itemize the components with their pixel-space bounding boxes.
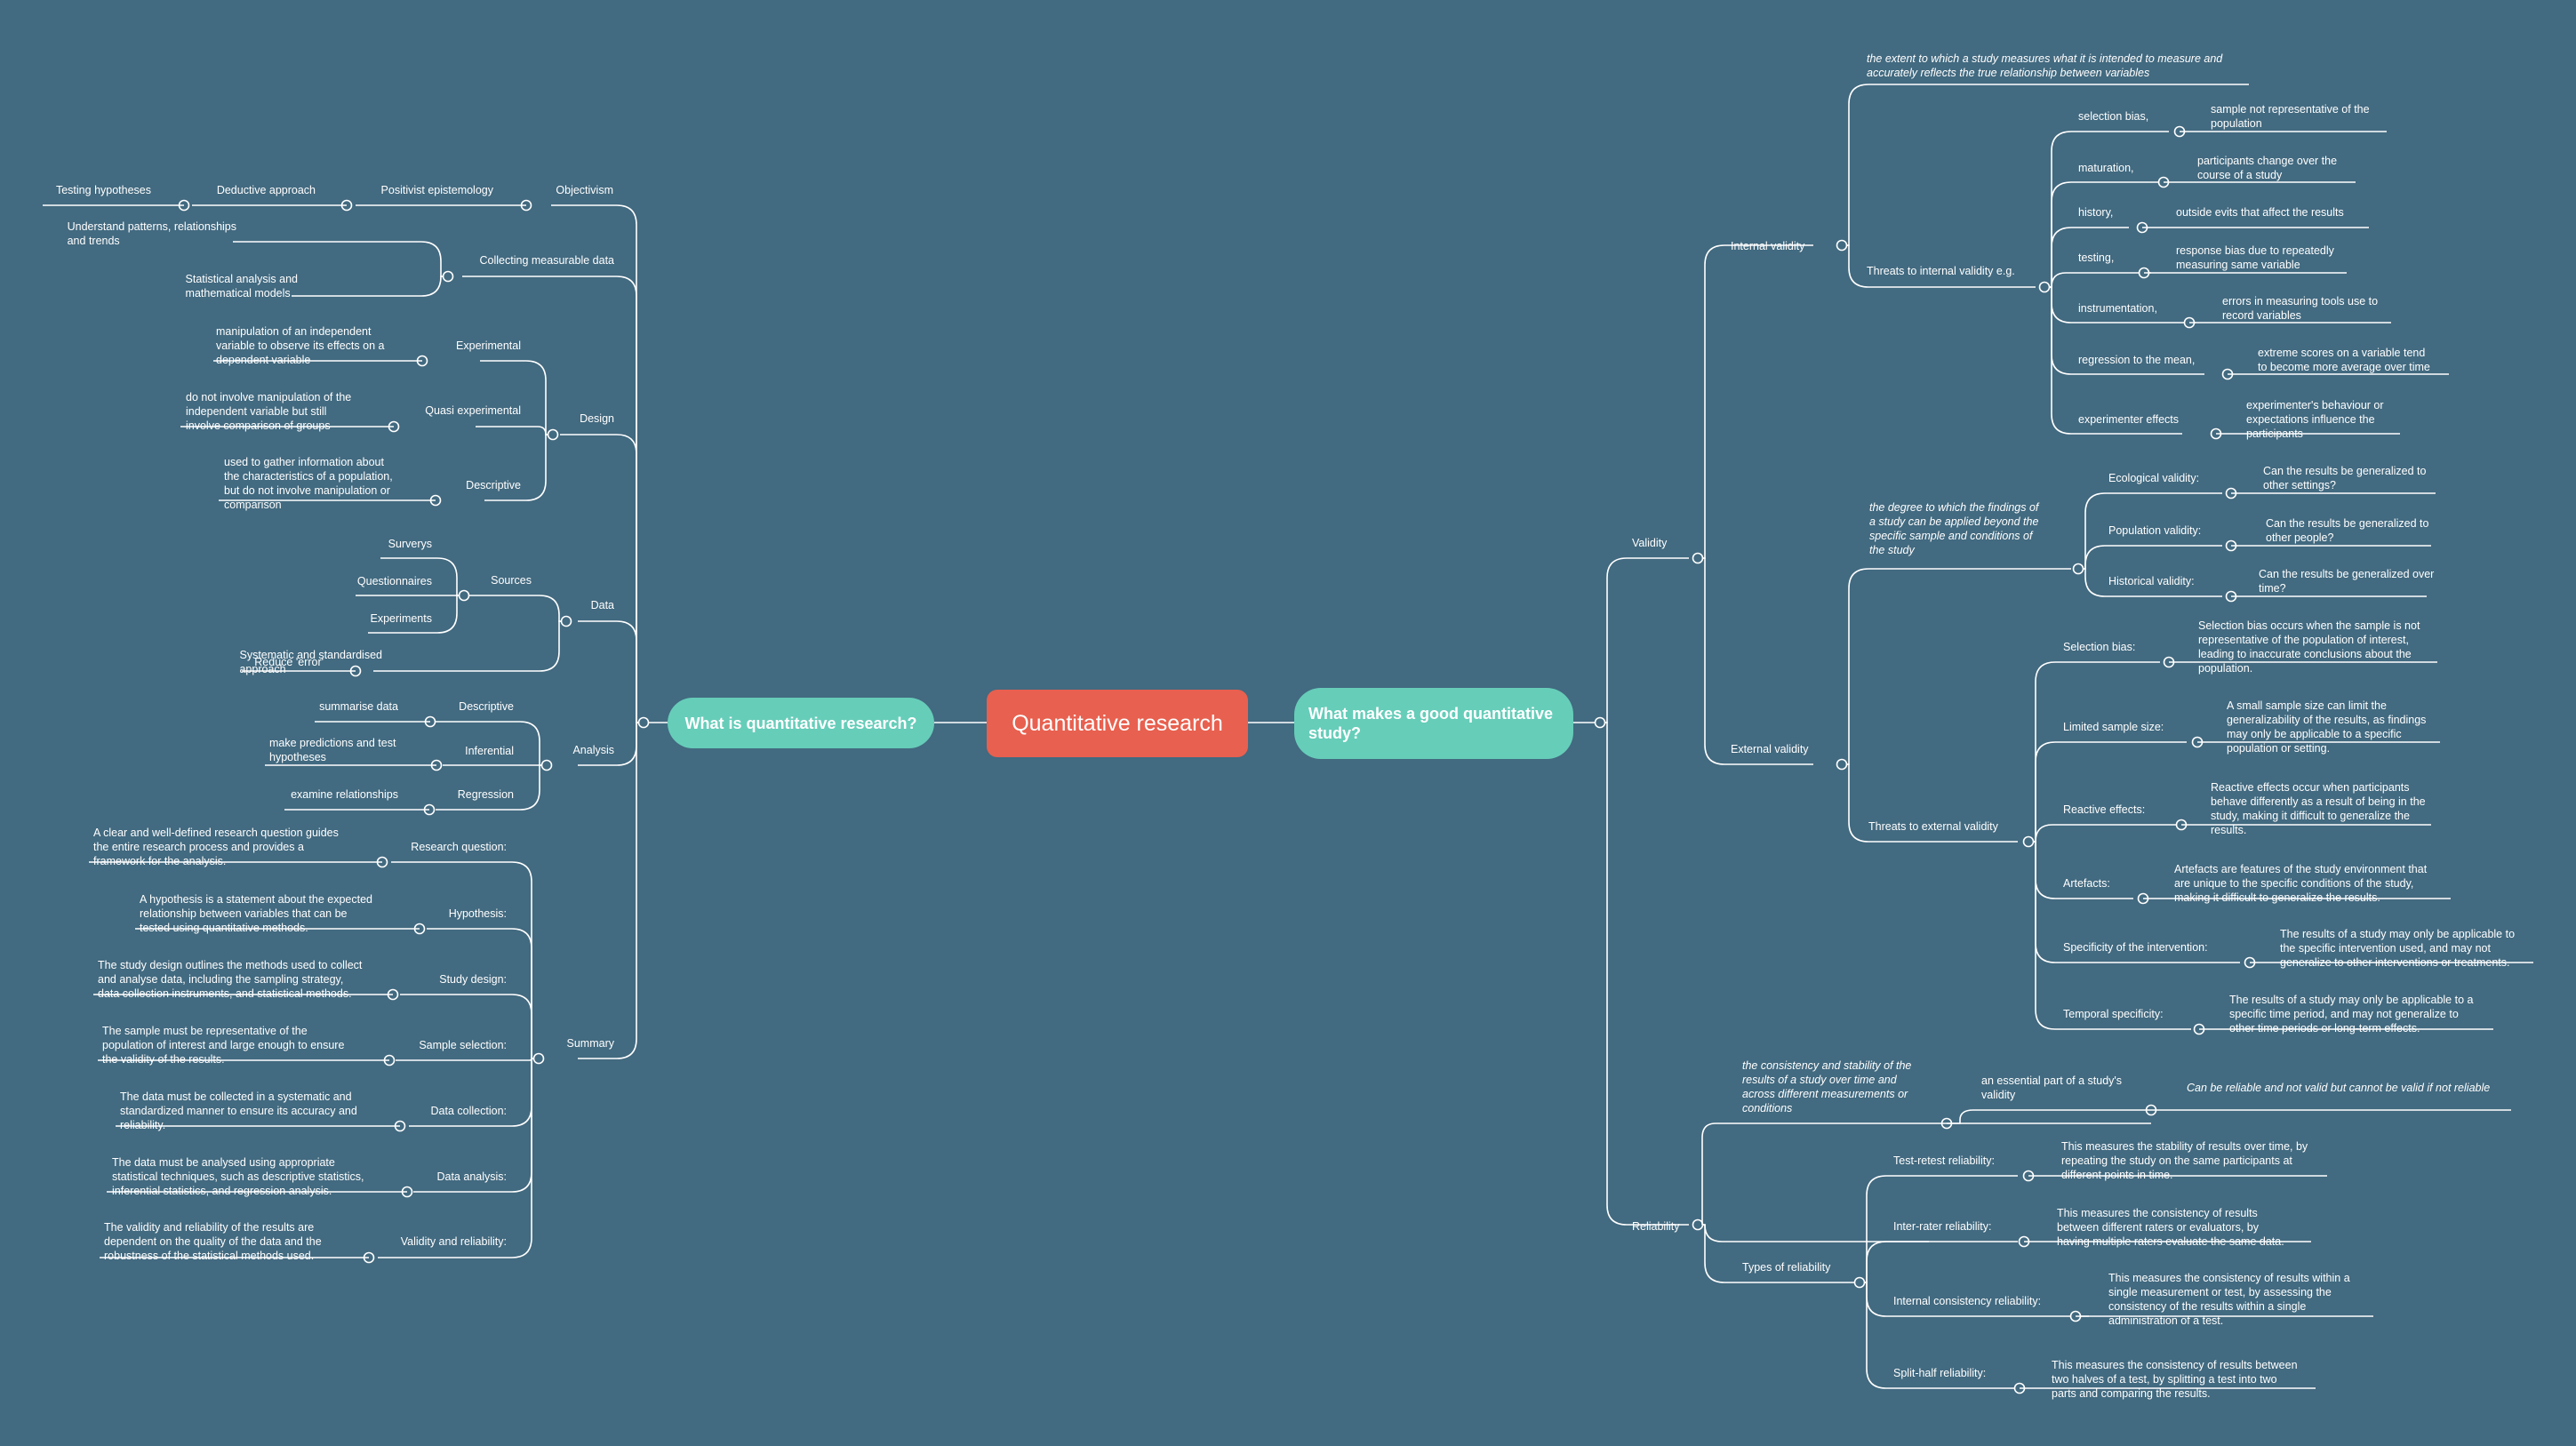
node-design[interactable]: Design (580, 412, 614, 425)
node-external-validity[interactable]: External validity (1731, 743, 1809, 755)
node-selection-bias-ext[interactable]: Selection bias: (2063, 641, 2136, 653)
node-data[interactable]: Data (590, 599, 614, 611)
node-essential[interactable]: an essential part of a study's validity (1981, 1075, 2123, 1101)
branch-what-makes-good-study[interactable]: What makes a good quantitative study? (1294, 688, 1573, 759)
node-hypothesis-desc[interactable]: A hypothesis is a statement about the ex… (140, 893, 372, 934)
node-deductive[interactable]: Deductive approach (216, 184, 316, 196)
node-test-retest-desc[interactable]: This measures the stability of results o… (2061, 1140, 2308, 1181)
node-objectivism[interactable]: Objectivism (556, 184, 613, 196)
node-external-def[interactable]: the degree to which the findings of a st… (1869, 501, 2039, 556)
node-population-desc[interactable]: Can the results be generalized to other … (2266, 517, 2429, 544)
node-history[interactable]: history, (2078, 206, 2114, 219)
node-instrumentation[interactable]: instrumentation, (2078, 302, 2157, 315)
node-reduce-error[interactable]: Reduce 'error' (254, 656, 324, 668)
node-sample-selection[interactable]: Sample selection: (419, 1039, 507, 1051)
node-reliability-def[interactable]: the consistency and stability of the res… (1742, 1059, 1912, 1114)
node-relationships[interactable]: examine relationships (291, 788, 398, 801)
node-validity-reliability-desc[interactable]: The validity and reliability of the resu… (104, 1221, 322, 1262)
node-regression-mean-desc[interactable]: extreme scores on a variable tend to bec… (2258, 347, 2430, 373)
node-quasi-desc[interactable]: do not involve manipulation of the indep… (186, 391, 352, 432)
node-analysis[interactable]: Analysis (572, 744, 614, 756)
node-statistical[interactable]: Statistical analysis and mathematical mo… (185, 273, 298, 300)
node-instrumentation-desc[interactable]: errors in measuring tools use to record … (2222, 295, 2379, 322)
node-experimental[interactable]: Experimental (456, 340, 521, 352)
node-research-question[interactable]: Research question: (411, 841, 507, 853)
node-positivist[interactable]: Positivist epistemology (380, 184, 493, 196)
node-sample-selection-desc[interactable]: The sample must be representative of the… (102, 1025, 345, 1066)
node-reliability[interactable]: Reliability (1632, 1220, 1680, 1233)
node-internal-consistency-desc[interactable]: This measures the consistency of results… (2108, 1272, 2350, 1327)
node-validity[interactable]: Validity (1632, 537, 1668, 549)
node-testing-hypotheses[interactable]: Testing hypotheses (55, 184, 151, 196)
central-topic[interactable]: Quantitative research (987, 690, 1248, 757)
node-selection-bias-desc[interactable]: sample not representative of the populat… (2211, 103, 2370, 130)
node-study-design[interactable]: Study design: (439, 973, 507, 986)
node-testing[interactable]: testing, (2078, 252, 2115, 264)
node-experimenter[interactable]: experimenter effects (2078, 413, 2180, 426)
node-experimental-desc[interactable]: manipulation of an independent variable … (216, 325, 385, 366)
node-threats-external[interactable]: Threats to external validity (1868, 820, 1998, 833)
node-maturation[interactable]: maturation, (2078, 162, 2134, 174)
node-internal-def[interactable]: the extent to which a study measures wha… (1867, 52, 2223, 79)
node-specificity[interactable]: Specificity of the intervention: (2063, 941, 2208, 954)
node-ecological-desc[interactable]: Can the results be generalized to other … (2263, 465, 2427, 491)
node-types-reliability[interactable]: Types of reliability (1742, 1261, 1831, 1274)
node-data-analysis-desc[interactable]: The data must be analysed using appropri… (112, 1156, 364, 1197)
node-artefacts-desc[interactable]: Artefacts are features of the study envi… (2174, 863, 2428, 904)
node-descriptive-analysis[interactable]: Descriptive (459, 700, 514, 713)
node-limited-sample[interactable]: Limited sample size: (2063, 721, 2164, 733)
node-test-retest[interactable]: Test-retest reliability: (1893, 1154, 1995, 1167)
node-ecological[interactable]: Ecological validity: (2108, 472, 2200, 484)
node-experiments[interactable]: Experiments (370, 612, 432, 625)
node-surveys[interactable]: Surverys (388, 538, 432, 550)
node-split-half[interactable]: Split-half reliability: (1893, 1367, 1987, 1379)
node-sources[interactable]: Sources (491, 574, 532, 587)
node-artefacts[interactable]: Artefacts: (2063, 877, 2110, 890)
node-limited-sample-desc[interactable]: A small sample size can limit the genera… (2227, 699, 2427, 755)
node-population[interactable]: Population validity: (2108, 524, 2202, 537)
node-study-design-desc[interactable]: The study design outlines the methods us… (98, 959, 363, 1000)
node-temporal-desc[interactable]: The results of a study may only be appli… (2229, 994, 2474, 1035)
node-inter-rater-desc[interactable]: This measures the consistency of results… (2057, 1207, 2284, 1248)
node-systematic[interactable]: Systematic and standardised approach (239, 649, 382, 675)
node-inferential[interactable]: Inferential (465, 745, 514, 757)
node-historical[interactable]: Historical validity: (2108, 575, 2195, 587)
node-predictions[interactable]: make predictions and test hypotheses (269, 737, 396, 763)
node-summarise[interactable]: summarise data (319, 700, 398, 713)
node-experimenter-desc[interactable]: experimenter's behaviour or expectations… (2246, 399, 2384, 440)
node-descriptive-design-desc[interactable]: used to gather information about the cha… (224, 456, 393, 511)
node-summary[interactable]: Summary (566, 1037, 614, 1050)
node-reactive-desc[interactable]: Reactive effects occur when participants… (2211, 781, 2426, 836)
node-descriptive-design[interactable]: Descriptive (466, 479, 521, 491)
node-selection-bias-ext-desc[interactable]: Selection bias occurs when the sample is… (2198, 619, 2420, 675)
node-patterns[interactable]: Understand patterns, relationships and t… (67, 220, 236, 247)
node-research-question-desc[interactable]: A clear and well-defined research questi… (93, 827, 339, 867)
node-data-collection[interactable]: Data collection: (430, 1105, 507, 1117)
node-temporal[interactable]: Temporal specificity: (2063, 1008, 2164, 1020)
node-validity-reliability[interactable]: Validity and reliability: (400, 1235, 507, 1248)
node-testing-desc[interactable]: response bias due to repeatedly measurin… (2176, 244, 2334, 271)
node-history-desc[interactable]: outside evits that affect the results (2176, 206, 2344, 219)
node-can-be-reliable[interactable]: Can be reliable and not valid but cannot… (2187, 1082, 2491, 1094)
node-maturation-desc[interactable]: participants change over the course of a… (2197, 155, 2338, 181)
node-internal-consistency[interactable]: Internal consistency reliability: (1893, 1295, 2042, 1307)
node-hypothesis[interactable]: Hypothesis: (448, 907, 507, 920)
branch-what-is-quantitative-research[interactable]: What is quantitative research? (668, 698, 934, 748)
node-selection-bias[interactable]: selection bias, (2078, 110, 2149, 123)
node-quasi[interactable]: Quasi experimental (425, 404, 521, 417)
node-data-analysis[interactable]: Data analysis: (436, 1170, 507, 1183)
node-specificity-desc[interactable]: The results of a study may only be appli… (2280, 928, 2516, 969)
node-internal-validity[interactable]: Internal validity (1731, 240, 1805, 252)
node-split-half-desc[interactable]: This measures the consistency of results… (2052, 1359, 2298, 1400)
node-collecting[interactable]: Collecting measurable data (479, 254, 614, 267)
node-data-collection-desc[interactable]: The data must be collected in a systemat… (120, 1090, 357, 1131)
node-regression[interactable]: Regression (457, 788, 514, 801)
node-inter-rater[interactable]: Inter-rater reliability: (1893, 1220, 1992, 1233)
node-reactive[interactable]: Reactive effects: (2063, 803, 2146, 816)
node-historical-desc[interactable]: Can the results be generalized over time… (2259, 568, 2435, 595)
node-questionnaires[interactable]: Questionnaires (356, 575, 432, 587)
node-threats-internal[interactable]: Threats to internal validity e.g. (1867, 265, 2015, 277)
node-regression-mean[interactable]: regression to the mean, (2078, 354, 2196, 366)
